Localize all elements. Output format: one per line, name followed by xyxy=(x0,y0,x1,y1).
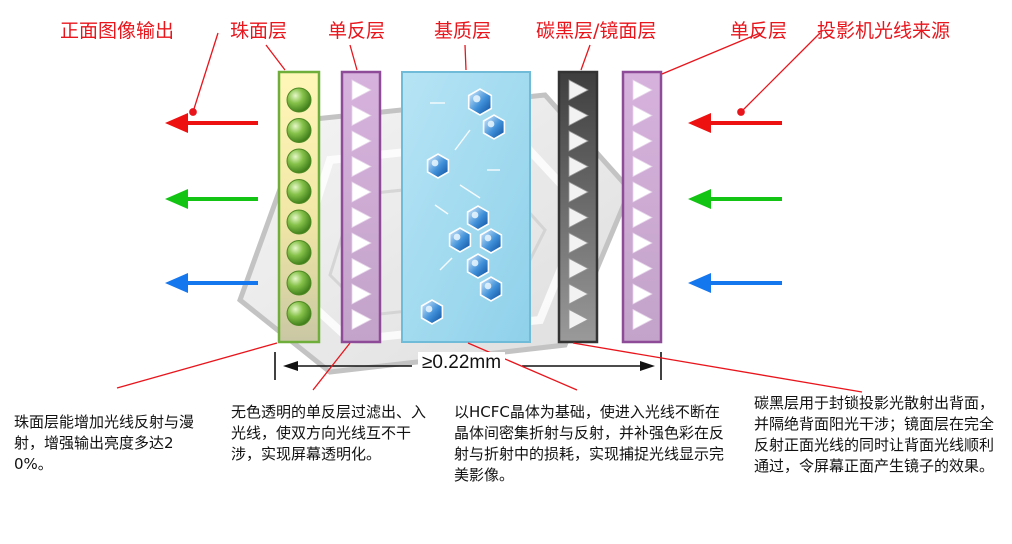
label-front-output: 正面图像输出 xyxy=(60,20,175,42)
green-sphere-icon xyxy=(286,148,312,174)
blue-hexagon-crystal-icon xyxy=(426,153,450,179)
label-bead-layer: 珠面层 xyxy=(230,20,288,42)
blue-hexagon-crystal-icon xyxy=(466,253,490,279)
white-triangle-icon xyxy=(568,130,589,152)
carbon-mirror-layer xyxy=(557,70,599,344)
white-triangle-icon xyxy=(632,206,653,229)
green-sphere-icon xyxy=(286,240,312,265)
white-triangle-icon xyxy=(351,232,372,254)
white-triangle-icon xyxy=(632,130,653,152)
green-sphere-icon xyxy=(286,270,312,296)
white-triangle-icon xyxy=(568,308,589,331)
substrate-layer xyxy=(401,71,531,343)
blue-hexagon-crystal-icon xyxy=(420,299,444,325)
green-sphere-icon xyxy=(286,179,312,204)
thickness-label: ≥0.22mm xyxy=(418,352,506,374)
white-triangle-icon xyxy=(568,104,589,127)
blue-hexagon-crystal-icon xyxy=(467,88,493,116)
white-triangle-icon xyxy=(351,104,372,127)
label-substrate-layer: 基质层 xyxy=(434,20,492,42)
label-carbon-mirror-layer: 碳黑层/镜面层 xyxy=(536,20,657,42)
white-triangle-icon xyxy=(632,155,653,178)
blue-hexagon-crystal-icon xyxy=(466,205,490,231)
description-bead-layer: 珠面层能增加光线反射与漫射，增强输出亮度多达20%。 xyxy=(14,413,195,473)
white-triangle-icon xyxy=(568,257,589,280)
description-substrate-layer: 以HCFC晶体为基础，使进入光线不断在晶体间密集折射与反射，并补强色彩在反射与折… xyxy=(454,403,725,484)
green-sphere-icon xyxy=(286,118,312,143)
white-triangle-icon xyxy=(568,155,589,178)
label-mono-layer-left: 单反层 xyxy=(328,20,386,42)
white-triangle-icon xyxy=(351,181,372,203)
white-triangle-icon xyxy=(632,104,653,127)
green-sphere-icon xyxy=(286,87,312,113)
white-triangle-icon xyxy=(351,79,372,101)
green-sphere-icon xyxy=(286,209,312,235)
blue-hexagon-crystal-icon xyxy=(448,227,472,253)
green-sphere-icon xyxy=(286,301,312,326)
input-arrow-green xyxy=(688,189,782,209)
thickness-dimension xyxy=(274,352,662,380)
output-arrow-blue xyxy=(165,273,258,293)
white-triangle-icon xyxy=(351,308,372,331)
output-arrow-red xyxy=(165,113,258,133)
mono-layer-right xyxy=(621,70,663,344)
white-triangle-icon xyxy=(351,283,372,305)
blue-hexagon-crystal-icon xyxy=(479,276,503,302)
description-carbon-mirror-layer: 碳黑层用于封锁投影光散射出背面，并隔绝背面阳光干涉；镜面层在完全反射正面光线的同… xyxy=(754,394,995,475)
white-triangle-icon xyxy=(568,181,589,203)
white-triangle-icon xyxy=(568,283,589,305)
label-projector-source: 投影机光线来源 xyxy=(817,20,951,42)
label-mono-layer-right: 单反层 xyxy=(730,20,788,42)
input-arrow-red xyxy=(688,113,782,133)
mono-layer-left xyxy=(340,70,382,344)
white-triangle-icon xyxy=(568,206,589,229)
white-triangle-icon xyxy=(568,232,589,254)
white-triangle-icon xyxy=(351,155,372,178)
white-triangle-icon xyxy=(568,79,589,101)
blue-hexagon-crystal-icon xyxy=(482,114,506,140)
white-triangle-icon xyxy=(632,257,653,280)
white-triangle-icon xyxy=(632,181,653,203)
white-triangle-icon xyxy=(351,257,372,280)
description-leaders xyxy=(116,342,863,393)
blue-hexagon-crystal-icon xyxy=(479,228,503,254)
white-triangle-icon xyxy=(632,232,653,254)
white-triangle-icon xyxy=(632,283,653,305)
input-arrow-blue xyxy=(688,273,782,293)
white-triangle-icon xyxy=(632,308,653,331)
white-triangle-icon xyxy=(351,130,372,152)
output-arrow-green xyxy=(165,189,258,209)
description-mono-layer: 无色透明的单反层过滤出、入光线，使双方向光线互不干涉，实现屏幕透明化。 xyxy=(231,403,427,463)
white-triangle-icon xyxy=(351,206,372,229)
white-triangle-icon xyxy=(632,79,653,101)
bead-layer xyxy=(277,70,321,344)
label-leaders xyxy=(189,32,821,116)
